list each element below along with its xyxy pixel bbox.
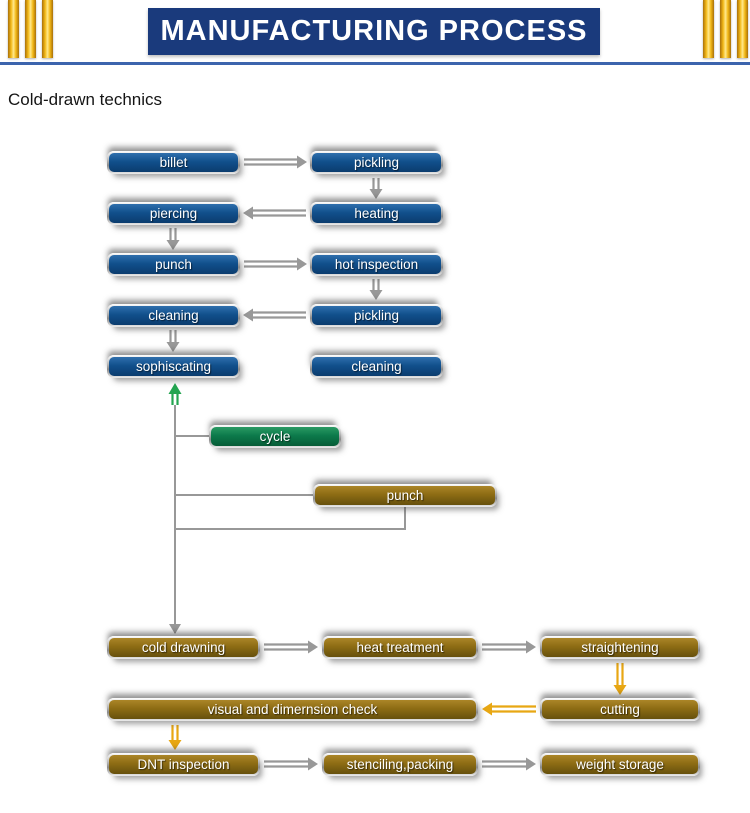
gold-bar (703, 0, 714, 58)
arrow-down-icon (168, 725, 182, 750)
flow-box-label: billet (109, 153, 238, 172)
flow-box-punch-2: punch (313, 484, 497, 507)
gold-bar (42, 0, 53, 58)
flow-box-billet: billet (107, 151, 240, 174)
arrow-down-icon (166, 330, 180, 352)
arrow-right-icon (244, 257, 307, 271)
gold-bar (25, 0, 36, 58)
flow-box-weight-storage: weight storage (540, 753, 700, 776)
gold-bar (737, 0, 748, 58)
arrow-left-icon (243, 206, 306, 220)
decorative-gold-bars-right (703, 0, 750, 58)
arrow-right-icon (482, 640, 536, 654)
flow-box-label: punch (315, 486, 495, 505)
flow-box-label: weight storage (542, 755, 698, 774)
flow-box-punch-1: punch (107, 253, 240, 276)
flow-box-dnt-inspection: DNT inspection (107, 753, 260, 776)
flow-box-label: straightening (542, 638, 698, 657)
flow-box-label: pickling (312, 153, 441, 172)
arrow-down-icon (613, 663, 627, 695)
flow-box-label: hot inspection (312, 255, 441, 274)
flow-box-label: cleaning (312, 357, 441, 376)
decorative-gold-bars-left (8, 0, 56, 58)
arrow-up-icon (168, 383, 182, 405)
arrow-left-icon (482, 702, 536, 716)
flow-box-piercing: piercing (107, 202, 240, 225)
header-divider-line (0, 62, 750, 65)
section-title: Cold-drawn technics (8, 90, 163, 109)
flow-box-cleaning-2: cleaning (310, 355, 443, 378)
flow-box-pickling-2: pickling (310, 304, 443, 327)
flow-box-sophiscating: sophiscating (107, 355, 240, 378)
arrow-right-icon (264, 640, 318, 654)
flow-box-cold-drawning: cold drawning (107, 636, 260, 659)
arrow-down-icon (169, 624, 181, 634)
flow-box-stenciling-packing: stenciling,packing (322, 753, 478, 776)
flow-box-label: cleaning (109, 306, 238, 325)
flow-box-label: cycle (211, 427, 339, 446)
flow-box-hot-inspection: hot inspection (310, 253, 443, 276)
arrow-right-icon (244, 155, 307, 169)
flow-box-label: heating (312, 204, 441, 223)
arrow-left-icon (243, 308, 306, 322)
flow-box-label: heat treatment (324, 638, 476, 657)
arrow-right-icon (264, 757, 318, 771)
page-title: MANUFACTURING PROCESS (160, 15, 588, 47)
flow-box-cleaning-1: cleaning (107, 304, 240, 327)
arrow-down-icon (369, 279, 383, 300)
flow-box-label: stenciling,packing (324, 755, 476, 774)
flow-box-label: visual and dimernsion check (109, 700, 476, 719)
arrow-down-icon (369, 178, 383, 199)
flow-box-cycle: cycle (209, 425, 341, 448)
flow-box-label: sophiscating (109, 357, 238, 376)
page-header: MANUFACTURING PROCESS (148, 8, 600, 55)
flow-box-heating: heating (310, 202, 443, 225)
flow-box-straightening: straightening (540, 636, 700, 659)
gold-bar (8, 0, 19, 58)
gold-bar (720, 0, 731, 58)
connector-line (176, 507, 406, 530)
flow-box-heat-treatment: heat treatment (322, 636, 478, 659)
flow-box-cutting: cutting (540, 698, 700, 721)
flow-box-label: piercing (109, 204, 238, 223)
flow-box-label: cold drawning (109, 638, 258, 657)
flow-box-pickling-1: pickling (310, 151, 443, 174)
flow-box-label: DNT inspection (109, 755, 258, 774)
flow-box-label: cutting (542, 700, 698, 719)
flow-box-label: punch (109, 255, 238, 274)
flow-box-visual-check: visual and dimernsion check (107, 698, 478, 721)
arrow-down-icon (166, 228, 180, 250)
arrow-right-icon (482, 757, 536, 771)
flow-box-label: pickling (312, 306, 441, 325)
